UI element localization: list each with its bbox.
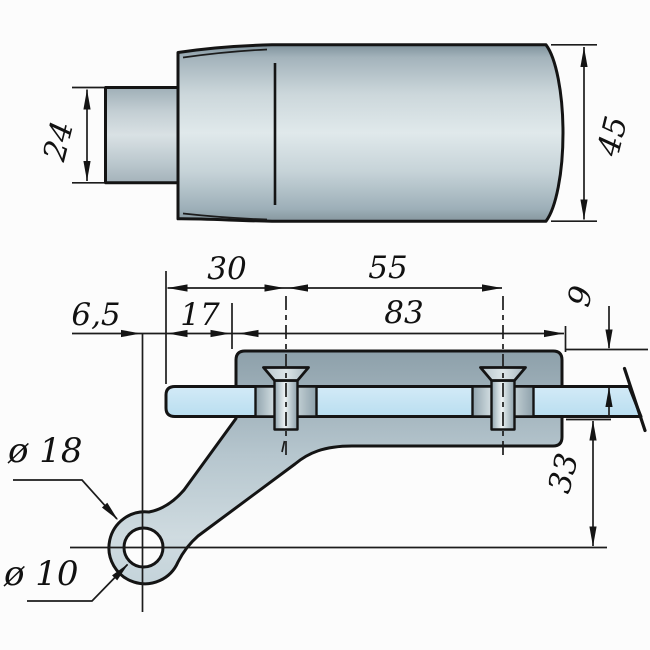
front-view [70,296,647,612]
cylinder-body [176,43,565,223]
extension-lines [165,271,648,421]
dim-label-dia18: ø 18 [7,431,83,471]
dim-label-30: 30 [207,251,246,287]
dimension-30-55: 30 55 [167,250,502,292]
dimension-65-17-83: 6,5 17 83 [71,295,564,338]
dim-label-83: 83 [384,295,423,331]
leader-diameter-18: ø 18 [7,431,121,523]
dim-label-17: 17 [180,297,220,333]
shaft [104,86,181,185]
collar-edge-bottom [182,212,268,221]
bracket-fillet-edge [281,440,286,453]
glass-break-line [622,366,647,433]
dim-label-55: 55 [368,250,407,286]
leader-diameter-10: ø 10 [3,554,132,602]
glass-shelf [164,385,643,418]
screw-2 [471,296,535,460]
dim-label-dia10: ø 10 [3,554,79,594]
screw-1 [254,296,318,460]
dim-label-6-5: 6,5 [71,297,120,333]
collar-edge-top [182,48,268,59]
side-view [104,43,565,223]
